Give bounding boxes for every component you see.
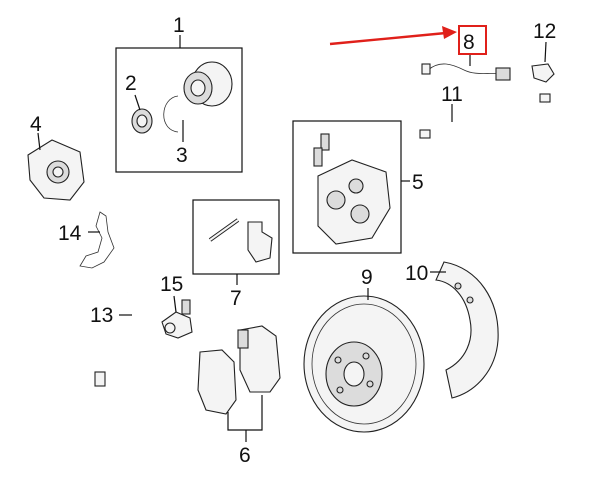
callout-2[interactable]: 2 [125,72,137,95]
part-14-bracket[interactable] [79,211,115,269]
callout-14[interactable]: 14 [58,222,82,245]
part-11-brake-line[interactable] [419,93,551,139]
callout-15[interactable]: 15 [160,273,183,296]
callout-1[interactable]: 1 [173,14,185,37]
callout-13[interactable]: 13 [90,304,113,327]
callout-10[interactable]: 10 [405,262,428,285]
callout-5[interactable]: 5 [412,171,424,194]
part-8-wear-sensor[interactable] [421,63,511,81]
highlight-box-8 [458,25,487,55]
part-10-dust-shield[interactable] [435,261,499,399]
group-box-7 [192,199,280,285]
part-2-nut[interactable] [131,108,153,134]
callout-11[interactable]: 11 [441,83,463,106]
part-13-brake-hose[interactable] [94,291,132,387]
callout-6[interactable]: 6 [239,444,251,467]
part-bearing[interactable] [183,61,233,107]
part-3-snap-ring[interactable] [163,95,179,133]
part-4-hub[interactable] [27,139,85,201]
part-15-valve[interactable] [161,299,193,339]
callout-12[interactable]: 12 [533,20,556,43]
highlight-arrow [329,26,457,46]
part-5-caliper[interactable] [317,159,391,245]
callout-7[interactable]: 7 [230,287,242,310]
callout-8[interactable]: 8 [463,31,475,54]
group-box-5 [292,120,410,254]
callout-9[interactable]: 9 [361,266,373,289]
callout-4[interactable]: 4 [30,113,42,136]
part-9-rotor[interactable] [303,295,425,433]
part-12-clip[interactable] [531,63,555,83]
group-box-1 [115,35,243,173]
part-7-pin[interactable] [208,218,240,242]
callout-3[interactable]: 3 [176,144,188,167]
part-7-clip[interactable] [247,221,273,263]
part-6-brake-pads[interactable] [197,325,281,415]
part-5-bleeder[interactable] [313,133,330,167]
